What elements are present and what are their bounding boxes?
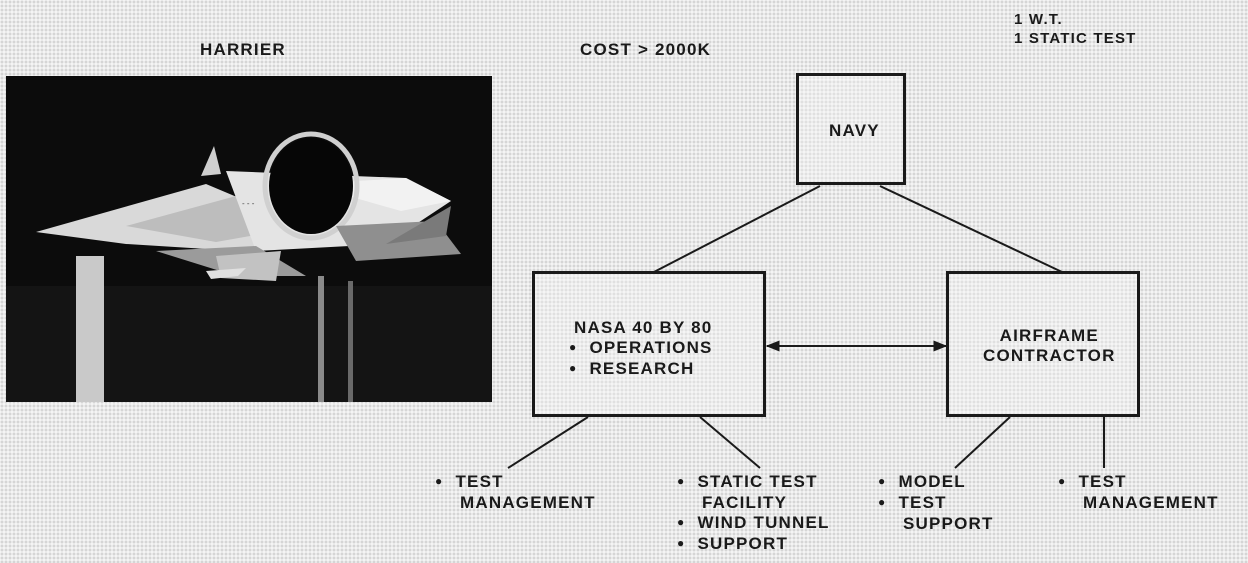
nasa-test-mgmt-line-2: MANAGEMENT <box>460 493 596 512</box>
tests-label: 1 W.T. 1 STATIC TEST <box>1014 10 1137 48</box>
nasa-item-operations: OPERATIONS <box>569 338 713 359</box>
nasa-support-item-1a: STATIC TEST <box>677 472 830 493</box>
navy-label: NAVY <box>829 121 880 140</box>
nasa-support-item-2: WIND TUNNEL <box>677 513 830 534</box>
contractor-to-model-line <box>954 416 1011 469</box>
navy-to-nasa-line <box>653 185 821 273</box>
nasa-support-item-3: SUPPORT <box>677 534 830 555</box>
nasa-box: NASA 40 BY 80 OPERATIONS RESEARCH <box>532 271 766 417</box>
airframe-line-1: AIRFRAME <box>999 326 1099 345</box>
navy-box: NAVY <box>796 73 906 185</box>
nasa-support-item-1b: FACILITY <box>702 493 788 512</box>
airframe-content: AIRFRAME CONTRACTOR <box>983 326 1116 366</box>
tests-line-1: 1 W.T. <box>1014 11 1063 28</box>
navy-to-contractor-line <box>879 185 1063 273</box>
nasa-content: NASA 40 BY 80 OPERATIONS RESEARCH <box>569 318 713 380</box>
contractor-model-list: MODEL TEST SUPPORT <box>878 472 994 534</box>
harrier-aircraft-image: - - - <box>6 76 492 402</box>
contractor-model-item-2b: SUPPORT <box>903 514 994 533</box>
contractor-test-mgmt-line-1: TEST <box>1058 472 1219 493</box>
nasa-title: NASA 40 BY 80 <box>574 318 713 337</box>
contractor-model-item-1: MODEL <box>878 472 994 493</box>
nasa-to-test-mgmt-line <box>507 416 589 469</box>
nasa-test-management: TEST MANAGEMENT <box>435 472 596 513</box>
cost-label: COST > 2000K <box>580 40 712 59</box>
harrier-photo: - - - <box>6 76 492 402</box>
svg-text:- - -: - - - <box>242 199 255 208</box>
photo-caption: HARRIER <box>200 40 286 59</box>
airframe-line-2: CONTRACTOR <box>983 346 1116 365</box>
contractor-test-mgmt-line-2: MANAGEMENT <box>1083 493 1219 512</box>
nasa-item-research: RESEARCH <box>569 359 713 380</box>
nasa-support-list: STATIC TEST FACILITY WIND TUNNEL SUPPORT <box>677 472 830 555</box>
nasa-test-mgmt-line-1: TEST <box>435 472 596 493</box>
contractor-test-management: TEST MANAGEMENT <box>1058 472 1219 513</box>
contractor-model-item-2a: TEST <box>878 493 994 514</box>
nasa-to-support-line <box>699 416 761 469</box>
tests-line-2: 1 STATIC TEST <box>1014 30 1137 47</box>
airframe-contractor-box: AIRFRAME CONTRACTOR <box>946 271 1140 417</box>
